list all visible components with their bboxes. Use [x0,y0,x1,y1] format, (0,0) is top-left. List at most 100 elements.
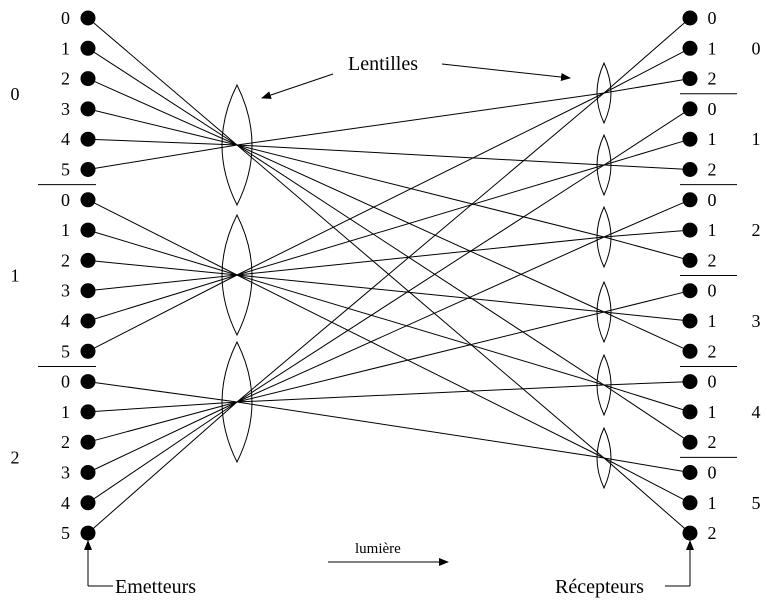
receiver-lenses [596,61,612,490]
receiver-dot [682,162,698,177]
receiver-label: 2 [708,250,717,270]
emitter-dot [80,162,96,177]
receiver-dot [682,343,698,359]
lenses-annotation: Lentilles [261,53,571,99]
receiver-lens [596,61,612,125]
emitter-dot [80,343,96,359]
emitter-lens [221,83,253,207]
emitter-label: 1 [61,38,70,58]
receiver-dot [682,71,698,87]
emitter-label: 4 [61,129,70,149]
light-rays [87,17,691,534]
light-ray [87,138,691,170]
light-ray [87,78,691,170]
receiver-dot [682,10,698,26]
receiver-lens [596,353,612,417]
emitter-label: 1 [61,220,70,240]
emitter-dot [80,222,96,238]
receiver-dot [682,495,698,511]
emitters-annotation: Emetteurs [84,540,196,598]
emitter-dot [80,404,96,420]
emitter-dot [80,374,96,390]
receiver-label: 0 [708,190,717,210]
receiver-lens [596,133,612,197]
light-ray [87,78,691,352]
emitter-dot [80,10,96,26]
receiver-label: 1 [708,38,717,58]
receivers-label: Récepteurs [555,576,644,598]
receiver-dot [682,525,698,541]
receiver-dot [682,313,698,329]
emitter-lenses [221,83,253,464]
receiver-label: 2 [708,160,717,180]
receiver-label: 1 [708,220,717,240]
emitter-group-label: 2 [11,447,20,467]
light-ray [87,259,691,322]
receiver-group-label: 3 [752,311,761,331]
light-ray [87,108,691,504]
receiver-label: 0 [708,281,717,301]
emitter-label: 2 [61,432,70,452]
light-ray [87,199,691,473]
receiver-group-label: 4 [752,402,761,422]
emitter-dot [80,192,96,208]
receiver-dot [682,192,698,208]
receiver-dot [682,252,698,268]
emitter-label: 3 [61,463,70,483]
receiver-label: 2 [708,432,717,452]
receiver-dot [682,465,698,480]
receiver-label: 1 [708,493,717,513]
receiver-label: 0 [708,372,717,392]
receiver-group-label: 0 [752,38,761,58]
light-ray [87,229,691,292]
receiver-dot [682,131,698,147]
receiver-label: 1 [708,129,717,149]
lenses-arrow-left [261,73,334,99]
emitter-dot [80,283,96,299]
emitter-label: 1 [61,402,70,422]
emitter-label: 2 [61,250,70,270]
receiver-dot [682,222,698,238]
emitter-label: 2 [61,69,70,89]
light-ray [87,17,691,534]
light-ray [87,47,691,352]
light-ray [87,229,691,413]
emitter-label: 3 [61,281,70,301]
emitter-dot [80,465,96,480]
receiver-dot [682,40,698,56]
emitter-group-label: 0 [11,84,20,104]
emitter-label: 5 [61,523,70,543]
emitter-label: 5 [61,160,70,180]
receiver-label: 0 [708,99,717,119]
lenses-label: Lentilles [348,53,418,75]
receiver-label: 0 [708,8,717,28]
emitter-label: 0 [61,372,70,392]
emitters-label: Emetteurs [115,576,196,598]
emitter-dot [80,313,96,329]
receiver-label: 1 [708,311,717,331]
light-ray [87,381,691,534]
receiver-label: 1 [708,402,717,422]
emitter-dot [80,101,96,117]
emitter-lens [221,213,253,337]
receivers-annotation: Récepteurs [555,540,694,598]
lenses-arrow-right [441,63,571,81]
light-ray [87,108,691,261]
receiver-group-label: 2 [752,220,761,240]
light-ray [87,199,691,504]
receiver-group-label: 1 [752,129,761,149]
emitter-label: 0 [61,8,70,28]
receiver-label: 2 [708,523,717,543]
emitter-label: 0 [61,190,70,210]
emitter-dot [80,40,96,56]
emitter-label: 5 [61,341,70,361]
receiver-lens [596,426,612,490]
receiver-dot [682,101,698,117]
receiver-group-label: 5 [752,493,761,513]
light-ray [87,17,691,473]
light-ray [87,47,691,443]
receiver-label: 2 [708,69,717,89]
